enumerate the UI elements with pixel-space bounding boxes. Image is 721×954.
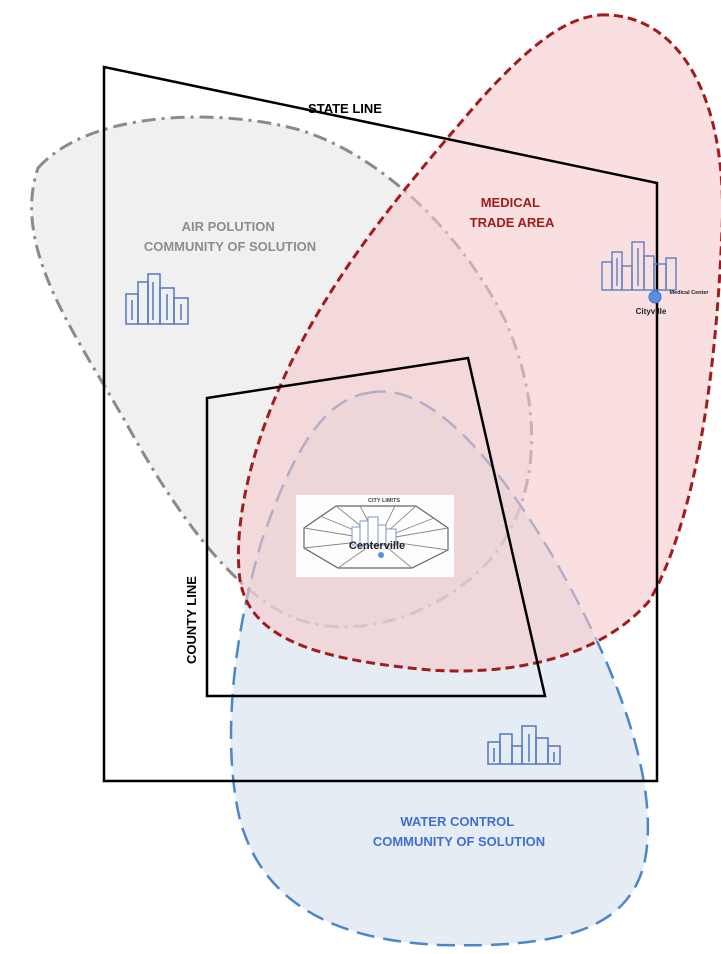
- state-line-boundary: [102, 65, 659, 783]
- city-skyline-icon: [601, 241, 677, 291]
- city-limits-label: CITY LIMITS: [368, 498, 400, 504]
- water-control-label-line1: WATER CONTROL: [400, 814, 514, 829]
- centerville-inset: CITY LIMITS Centerville: [296, 495, 454, 577]
- svg-text:WATER CONTROL COMMUNITY OF: WATER CONTROL COMMUNITY OF SOLUTION: [373, 814, 545, 849]
- county-line-label: COUNTY LINE: [184, 576, 199, 664]
- svg-text:MEDICAL TRADE AREA: MEDICAL TRADE AREA: [470, 195, 555, 230]
- city-skyline-icon: [351, 516, 397, 546]
- centerville-dot-icon: [378, 552, 384, 558]
- medical-center-label: Medical Center: [669, 290, 709, 296]
- air-pollution-label-line2: COMMUNITY OF SOLUTION: [144, 239, 316, 254]
- water-control-label-line2: COMMUNITY OF SOLUTION: [373, 834, 545, 849]
- air-pollution-label-line1: AIR POLUTION: [182, 219, 275, 234]
- medical-center-dot-icon: [648, 290, 662, 304]
- svg-text:AIR POLUTION COMMUNITY OF: AIR POLUTION COMMUNITY OF SOLUTION: [144, 219, 316, 254]
- state-line-label: STATE LINE: [308, 101, 382, 116]
- county-line-boundary: [205, 356, 547, 698]
- medical-trade-area-label-line2: TRADE AREA: [470, 215, 555, 230]
- city-skyline-icon: [487, 725, 561, 765]
- centerville-label: Centerville: [349, 540, 405, 552]
- city-skyline-icon: [125, 273, 189, 325]
- cityville-label: Cityville: [636, 307, 667, 316]
- medical-trade-area-label-line1: MEDICAL: [481, 195, 540, 210]
